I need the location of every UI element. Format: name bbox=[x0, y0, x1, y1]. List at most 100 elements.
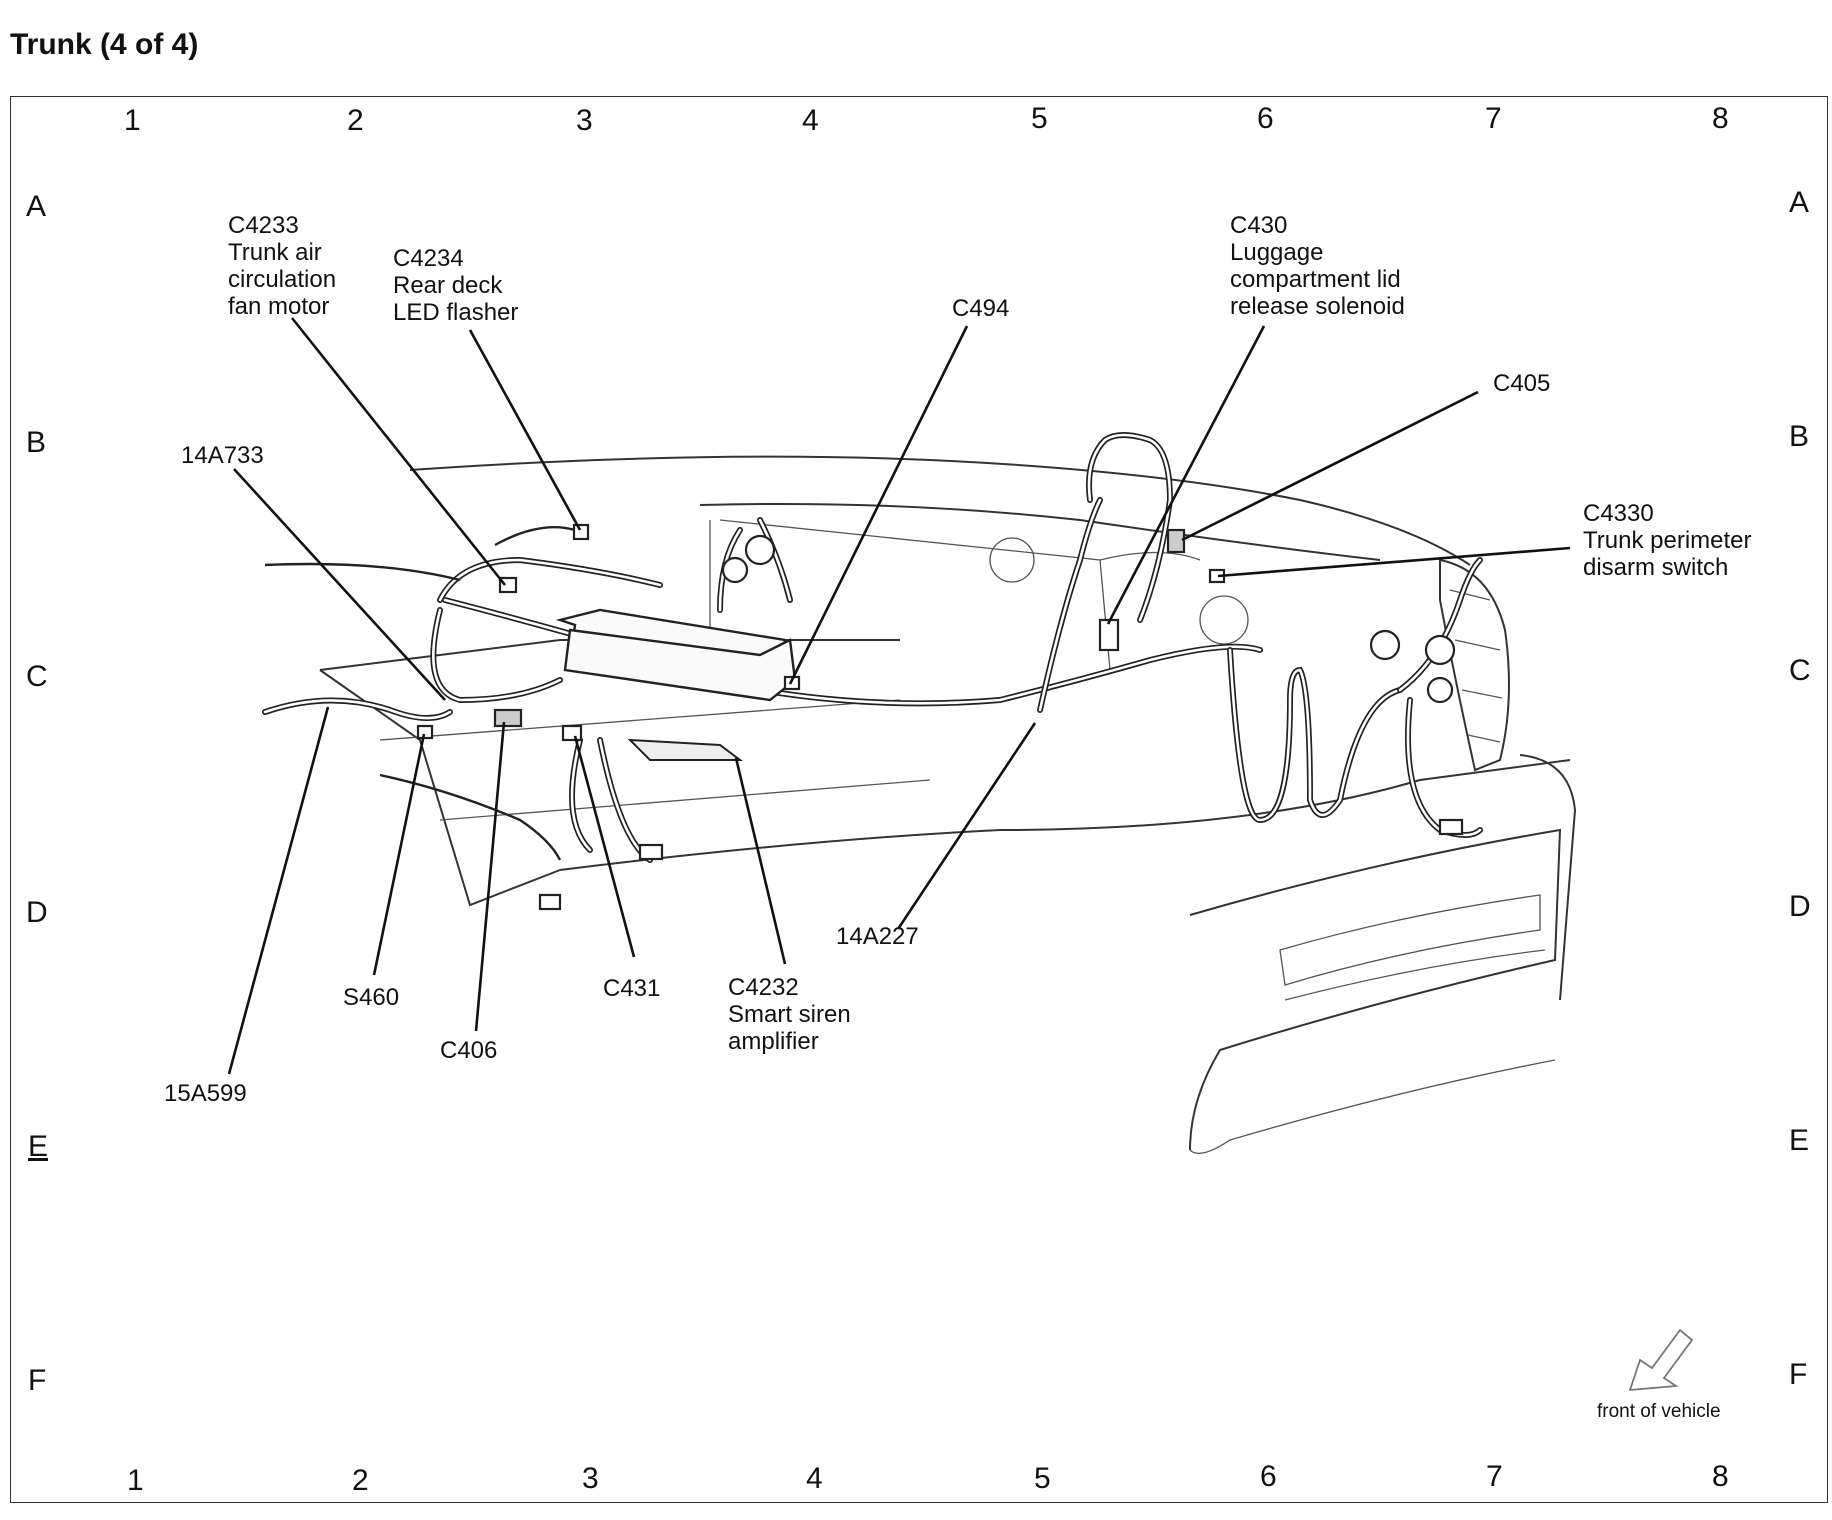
callout-c430-desc-1: Luggage bbox=[1230, 239, 1323, 266]
callout-c4234-id: C4234 bbox=[393, 245, 464, 272]
callout-c4232: C4232 Smart siren amplifier bbox=[728, 974, 857, 1055]
callout-labels: C4233 Trunk air circulation fan motor C4… bbox=[164, 212, 1758, 1107]
grid-row-a-right: A bbox=[1789, 186, 1809, 219]
connector-lower-right bbox=[1438, 818, 1464, 836]
leader-c4234 bbox=[468, 329, 582, 531]
grid-col-2-bottom: 2 bbox=[352, 1464, 369, 1497]
leader-c4233 bbox=[290, 317, 507, 586]
callout-c431: C431 bbox=[603, 975, 660, 1002]
speaker-openings bbox=[989, 537, 1249, 645]
siren-base bbox=[627, 738, 743, 761]
callout-14a733: 14A733 bbox=[181, 442, 264, 469]
callout-c4330-id: C4330 bbox=[1583, 500, 1654, 527]
license-recess bbox=[1279, 894, 1541, 986]
callout-c4233-desc-2: circulation bbox=[228, 266, 336, 293]
callout-c4232-desc-1: Smart siren bbox=[728, 1001, 851, 1028]
grid-left-rows: A B C D E F bbox=[26, 190, 48, 1397]
trunk-floor-front-edge bbox=[319, 669, 561, 907]
grid-col-4-top: 4 bbox=[802, 104, 819, 137]
package-tray-edge bbox=[699, 503, 1381, 561]
callout-c430-desc-3: release solenoid bbox=[1230, 293, 1405, 320]
grid-col-3-top: 3 bbox=[576, 104, 593, 137]
grid-col-1-top: 1 bbox=[124, 104, 141, 137]
leader-c494 bbox=[788, 325, 969, 685]
callout-c4232-id: C4232 bbox=[728, 974, 799, 1001]
callout-c4233-desc-3: fan motor bbox=[228, 293, 329, 320]
tail-lamp-detail bbox=[1449, 589, 1503, 743]
grid-col-1-bottom: 1 bbox=[127, 1464, 144, 1497]
connector-c4234 bbox=[572, 523, 590, 541]
grid-row-d-left: D bbox=[26, 896, 48, 929]
leader-c431 bbox=[573, 735, 636, 958]
vehicle-body-outline bbox=[319, 455, 1577, 1154]
callout-c430-desc-2: compartment lid bbox=[1230, 266, 1401, 293]
grid-row-f-right: F bbox=[1789, 1358, 1807, 1391]
callout-c4330: C4330 Trunk perimeter disarm switch bbox=[1583, 500, 1758, 581]
grid-col-3-bottom: 3 bbox=[582, 1462, 599, 1495]
rear-fascia-outline bbox=[1189, 828, 1562, 1151]
trunk-floor-right-edge bbox=[559, 759, 1571, 871]
diagram-frame bbox=[10, 96, 1828, 1503]
callout-c4234-desc-1: Rear deck bbox=[393, 272, 503, 299]
leader-c406 bbox=[474, 721, 506, 1032]
callout-c4234: C4234 Rear deck LED flasher bbox=[393, 245, 518, 326]
bulb-socket-3 bbox=[1426, 676, 1454, 704]
front-of-vehicle-indicator: front of vehicle bbox=[1597, 1328, 1721, 1422]
grid-col-6-bottom: 6 bbox=[1260, 1460, 1277, 1493]
grid-row-b-right: B bbox=[1789, 420, 1809, 453]
front-arrow-icon bbox=[1628, 1328, 1694, 1392]
leader-lines bbox=[227, 317, 1571, 1075]
connector-c431 bbox=[561, 724, 583, 742]
bulb-socket-4 bbox=[744, 534, 776, 566]
leader-c430 bbox=[1106, 325, 1266, 625]
callout-s460: S460 bbox=[343, 984, 399, 1011]
leader-c4330 bbox=[1217, 546, 1571, 578]
grid-row-d-right: D bbox=[1789, 890, 1811, 923]
callout-15a599: 15A599 bbox=[164, 1080, 247, 1107]
callout-c4233-desc-1: Trunk air bbox=[228, 239, 322, 266]
front-of-vehicle-label: front of vehicle bbox=[1597, 1401, 1721, 1422]
grid-right-rows: A B C D E F bbox=[1789, 186, 1811, 1391]
grid-col-8-bottom: 8 bbox=[1712, 1460, 1729, 1493]
callout-c4233-id: C4233 bbox=[228, 212, 299, 239]
leader-c405 bbox=[1181, 390, 1479, 542]
bulb-socket-1 bbox=[1369, 629, 1401, 661]
grid-row-f-left: F bbox=[28, 1364, 46, 1397]
callout-c406: C406 bbox=[440, 1037, 497, 1064]
bumper-top bbox=[1519, 754, 1577, 1001]
trunk-floor-left-edge bbox=[319, 639, 900, 671]
leader-c4232 bbox=[734, 757, 787, 965]
callout-c4232-desc-2: amplifier bbox=[728, 1028, 819, 1055]
connector-lower-left-2 bbox=[638, 843, 664, 861]
connector-lower-left-1 bbox=[538, 893, 562, 911]
harness-flasher-lead bbox=[264, 525, 576, 582]
bulb-socket-2 bbox=[1424, 634, 1456, 666]
grid-col-2-top: 2 bbox=[347, 104, 364, 137]
callout-c4234-desc-2: LED flasher bbox=[393, 299, 518, 326]
leader-14a227 bbox=[896, 722, 1037, 930]
bumper-strip bbox=[1284, 949, 1546, 1001]
tail-lamp-assembly bbox=[1439, 558, 1510, 772]
leader-15a599 bbox=[227, 706, 330, 1075]
connector-c406 bbox=[493, 708, 523, 728]
bulb-socket-5 bbox=[721, 556, 749, 584]
grid-row-a-left: A bbox=[26, 190, 46, 223]
page-title: Trunk (4 of 4) bbox=[10, 28, 199, 61]
grid-col-7-bottom: 7 bbox=[1486, 1460, 1503, 1493]
callout-c4330-desc-2: disarm switch bbox=[1583, 554, 1728, 581]
connector-s460 bbox=[416, 724, 434, 740]
grid-row-e-right: E bbox=[1789, 1124, 1809, 1157]
grid-col-8-top: 8 bbox=[1712, 102, 1729, 135]
connector-c494 bbox=[783, 675, 801, 691]
harness-lower-right bbox=[1405, 697, 1483, 838]
leader-s460 bbox=[372, 733, 426, 976]
callout-c405: C405 bbox=[1493, 370, 1550, 397]
harness-upper-left bbox=[437, 556, 663, 603]
callout-c430-id: C430 bbox=[1230, 212, 1287, 239]
callout-c4233: C4233 Trunk air circulation fan motor bbox=[228, 212, 343, 320]
connector-c4233 bbox=[498, 576, 518, 594]
grid-top-columns: 1 2 3 4 5 6 7 8 bbox=[124, 102, 1729, 137]
callout-14a227: 14A227 bbox=[836, 923, 919, 950]
grid-col-5-top: 5 bbox=[1031, 102, 1048, 135]
